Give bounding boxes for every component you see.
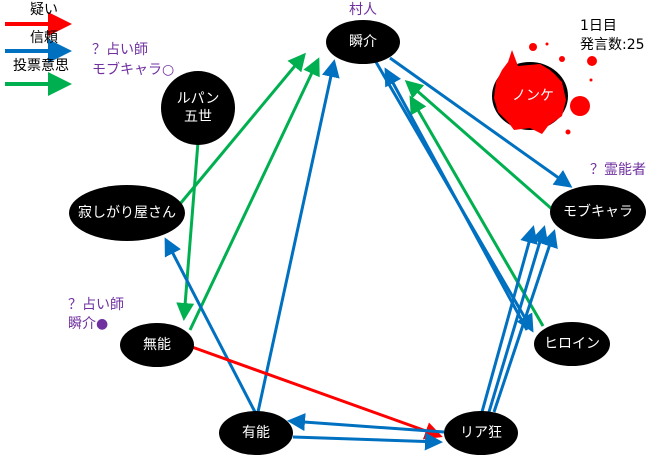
edge-vote-arrow — [178, 52, 306, 205]
legend-vote-label: 投票意思 — [13, 58, 69, 74]
day-label: 1日目 — [580, 18, 617, 34]
node-mobchara[interactable]: モブキャラ — [550, 185, 646, 239]
node-riakyo[interactable]: リア狂 — [444, 411, 518, 455]
node-shunsuke[interactable]: 瞬介 — [326, 20, 400, 64]
edge-trust-arrow — [164, 237, 257, 413]
node-lupin-line2: 五世 — [184, 109, 212, 125]
edge-doubt-arrow — [191, 345, 443, 440]
edge-vote-arrow — [176, 141, 200, 321]
node-lupin[interactable]: ルパン 五世 — [161, 71, 235, 145]
legend-doubt-label: 疑い — [30, 2, 58, 18]
mobchara-role-note: ？霊能者 — [590, 162, 646, 178]
edge-trust-arrow — [487, 225, 549, 413]
post-count-label: 発言数:25 — [580, 37, 645, 53]
seer2-title: ？占い師 — [68, 297, 124, 313]
node-yuunou[interactable]: 有能 — [219, 411, 293, 455]
node-nonke[interactable]: ノンケ — [512, 88, 554, 104]
node-munou[interactable]: 無能 — [120, 323, 194, 367]
edge-trust-arrow — [384, 67, 529, 331]
edge-trust-arrow — [287, 413, 445, 434]
blood-splat-icon — [492, 42, 597, 135]
seer1-title: ？占い師 — [92, 42, 148, 58]
legend-trust-label: 信頼 — [30, 30, 58, 46]
edge-trust-arrow — [480, 225, 538, 413]
edge-trust-arrow — [256, 59, 340, 413]
node-heroine[interactable]: ヒロイン — [534, 322, 610, 366]
seer2-result: 瞬介● — [68, 316, 109, 332]
node-sabishigariya[interactable]: 寂しがり屋さん — [69, 185, 185, 241]
seer1-result: モブキャラ○ — [92, 62, 175, 78]
node-lupin-line1: ルパン — [176, 91, 220, 107]
edge-vote-arrow — [188, 57, 320, 331]
edge-vote-arrow — [404, 80, 554, 212]
edge-trust-arrow — [492, 229, 558, 413]
shunsuke-role-note: 村人 — [349, 2, 377, 18]
edge-vote-arrow — [409, 95, 545, 327]
edge-trust-arrow — [389, 56, 573, 188]
edge-trust-arrow — [292, 432, 443, 451]
